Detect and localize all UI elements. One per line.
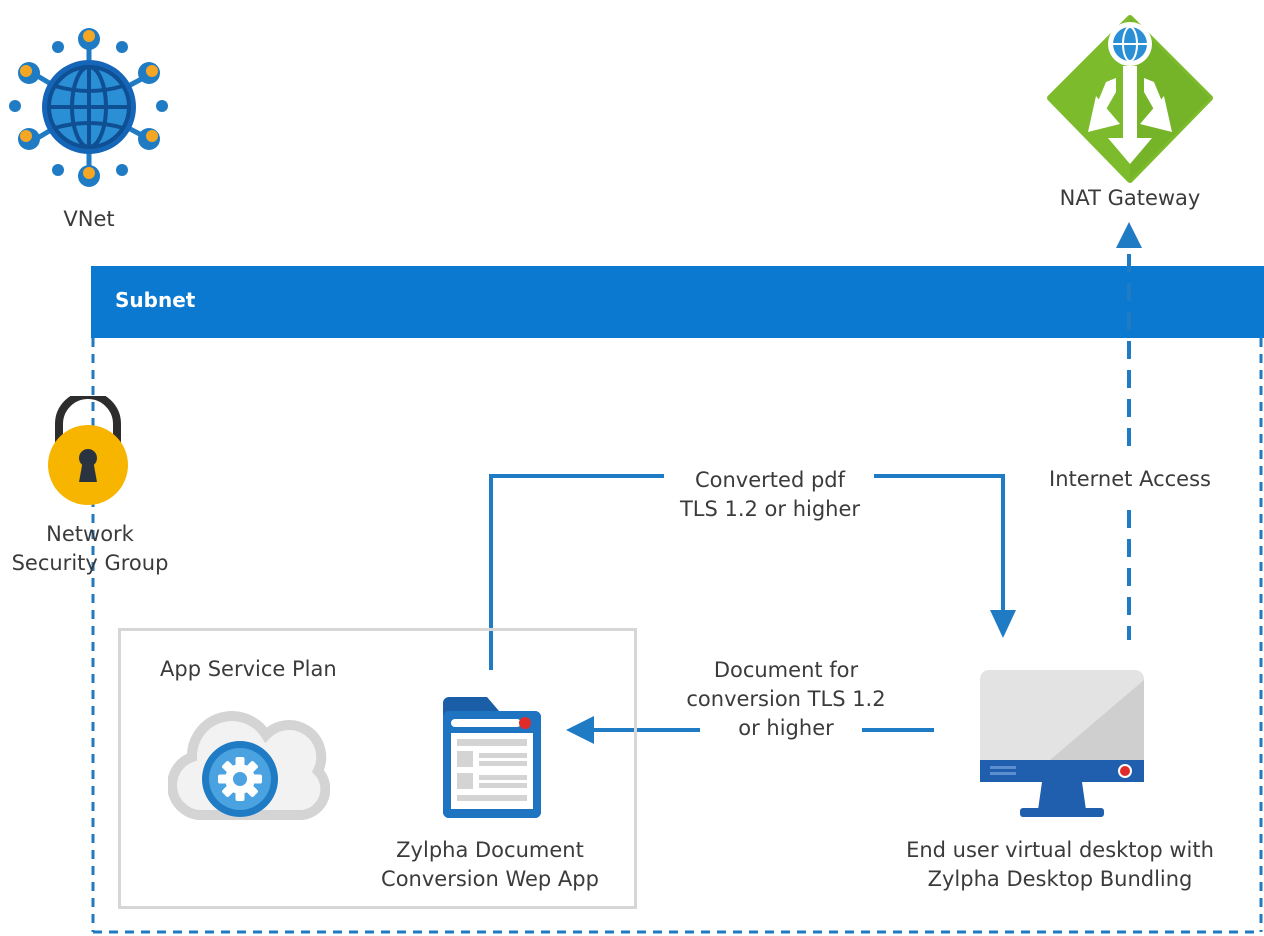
document-label-line3: or higher [738, 716, 834, 740]
document-label-line1: Document for [713, 658, 859, 682]
nsg-label-line2: Security Group [11, 551, 169, 575]
cloud-gear-icon [168, 711, 330, 820]
vnet-globe-icon [9, 28, 168, 187]
document-label-line2: conversion TLS 1.2 [686, 687, 886, 711]
monitor-icon [980, 670, 1144, 817]
converted-pdf-arrow [489, 474, 1016, 670]
converted-pdf-label-line2: TLS 1.2 or higher [679, 497, 861, 521]
web-app-window-icon [443, 697, 541, 818]
internet-access-label: Internet Access [1049, 467, 1211, 491]
nsg-label-line1: Network [46, 522, 134, 546]
padlock-icon [48, 396, 128, 505]
subnet-title: Subnet [115, 288, 196, 312]
app-service-plan-title: App Service Plan [160, 657, 337, 681]
document-arrow [566, 716, 934, 744]
subnet-header [91, 266, 1264, 338]
vnet-label: VNet [63, 207, 115, 231]
web-app-label-line2: Conversion Wep App [381, 867, 599, 891]
converted-pdf-label-line1: Converted pdf [694, 468, 845, 492]
desktop-label-line2: Zylpha Desktop Bundling [927, 867, 1193, 891]
internet-access-arrow [1116, 222, 1142, 640]
nat-gateway-icon [1047, 15, 1213, 183]
nat-gateway-label: NAT Gateway [1059, 186, 1201, 210]
web-app-label-line1: Zylpha Document [396, 838, 584, 862]
desktop-label-line1: End user virtual desktop with [906, 838, 1214, 862]
app-service-plan-box [118, 628, 637, 909]
